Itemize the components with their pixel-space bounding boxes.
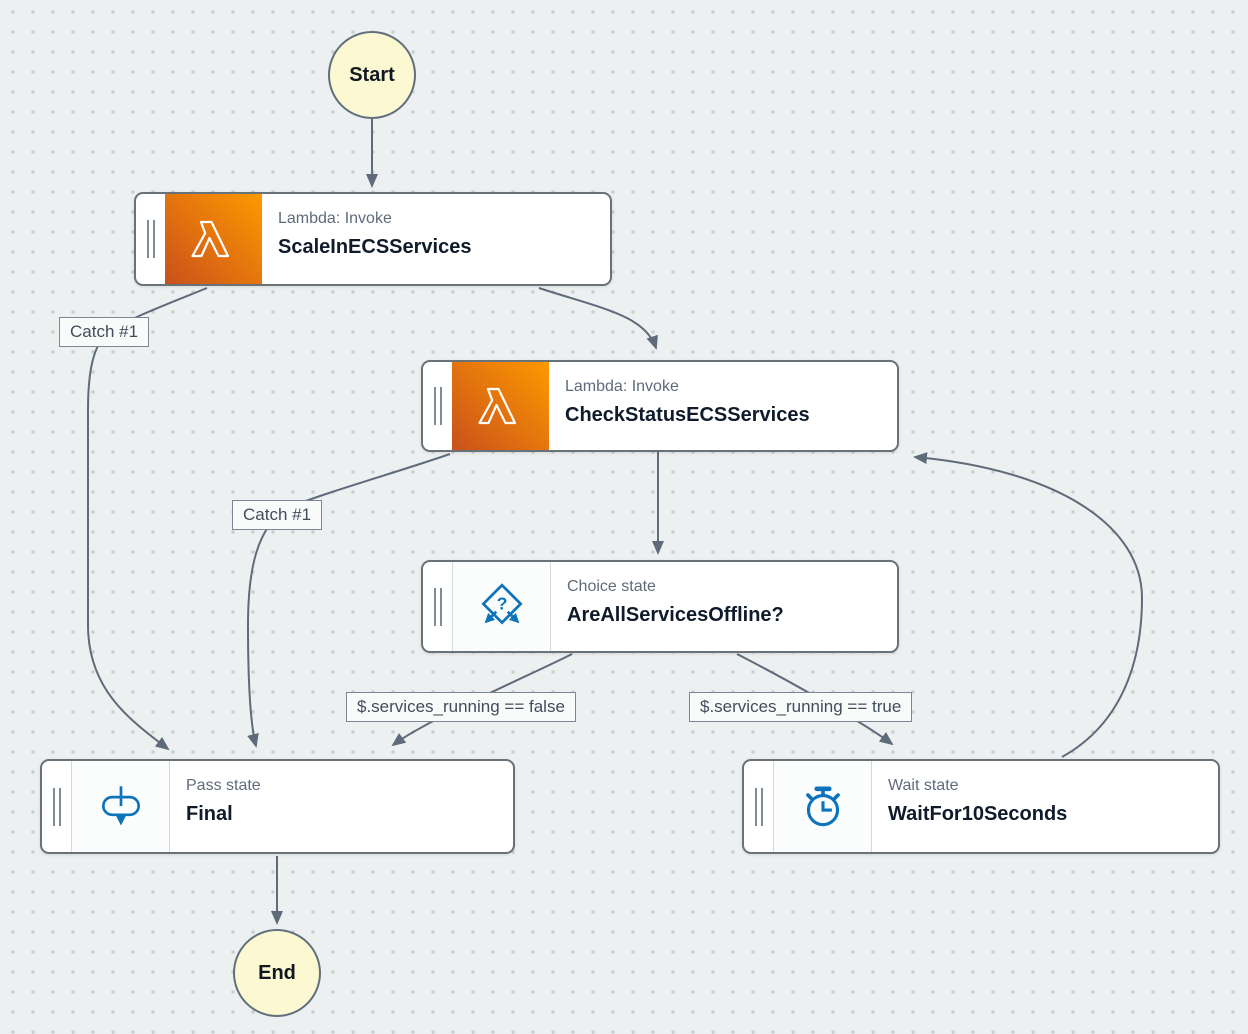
state-node-scaleinecsservices[interactable]: Lambda: Invoke ScaleInECSServices [134,192,612,286]
drag-handle-icon[interactable] [136,194,165,284]
state-name: ScaleInECSServices [278,236,472,258]
pass-icon [71,761,170,852]
condition-label: $.services_running == false [346,692,576,722]
state-node-areallservicesoffline[interactable]: ? Choice state AreAllServicesOffline? [421,560,899,653]
start-node: Start [328,31,416,119]
state-name: WaitFor10Seconds [888,803,1068,825]
wait-icon [773,761,872,852]
choice-icon: ? [452,562,551,651]
catch-label: Catch #1 [59,317,150,347]
state-name: Final [186,803,233,825]
state-name: AreAllServicesOffline? [567,604,784,626]
state-type-label: Wait state [888,777,959,794]
lambda-icon [165,194,262,284]
catch-label: Catch #1 [232,500,323,530]
state-type-label: Pass state [186,777,261,794]
state-type-label: Lambda: Invoke [565,378,679,395]
state-node-waitfor10seconds[interactable]: Wait state WaitFor10Seconds [742,759,1220,854]
svg-text:?: ? [496,593,507,613]
edge-checkstatusecsservices-catch-to-final [246,453,451,748]
end-label: End [258,961,296,984]
state-type-label: Lambda: Invoke [278,210,392,227]
state-node-checkstatusecsservices[interactable]: Lambda: Invoke CheckStatusECSServices [421,360,899,452]
drag-handle-icon[interactable] [42,761,71,852]
state-type-label: Choice state [567,578,656,595]
lambda-icon [452,362,549,450]
drag-handle-icon[interactable] [423,562,452,651]
drag-handle-icon[interactable] [423,362,452,450]
edge-wait-loop-to-checkstatusecsservices [913,452,1144,758]
condition-label: $.services_running == true [689,692,913,722]
drag-handle-icon[interactable] [744,761,773,852]
edge-scaleinecsservices-to-checkstatusecsservices [538,287,658,350]
state-name: CheckStatusECSServices [565,404,810,426]
start-label: Start [349,63,395,86]
state-node-final[interactable]: Pass state Final [40,759,515,854]
end-node: End [233,929,321,1017]
edge-scaleinecsservices-catch-to-final [87,287,208,751]
